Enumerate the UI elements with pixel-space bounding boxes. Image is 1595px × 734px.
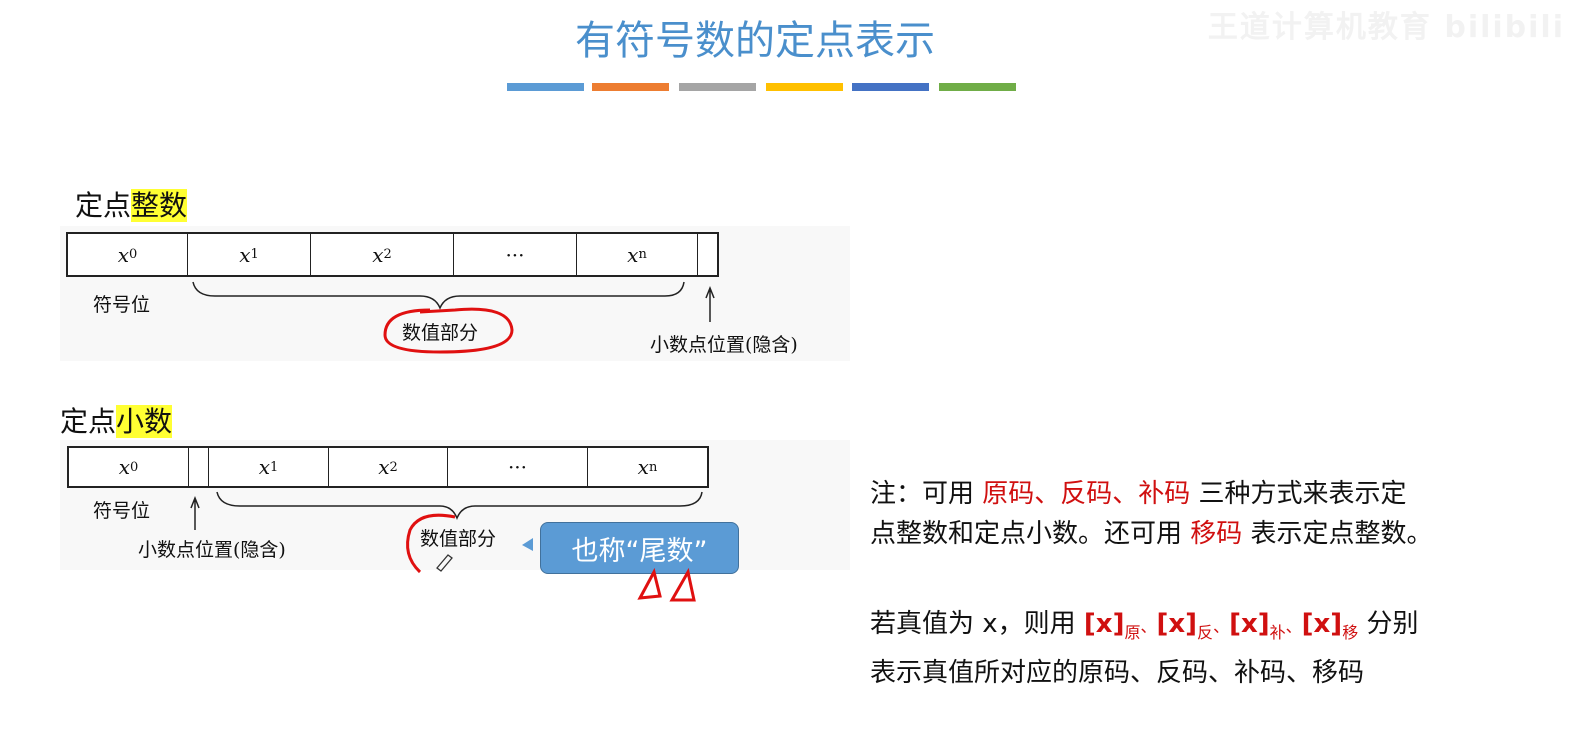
code-twos-complement: [x]补 [1229, 609, 1286, 643]
slide-title: 有符号数的定点表示 [575, 18, 935, 64]
title-bar-orange [592, 83, 669, 91]
note-notation: 若真值为 x，则用 [x]原、[x]反、[x]补、[x]移 分别 表示真值所对应… [870, 609, 1419, 689]
title-bar-green [939, 83, 1016, 91]
pencil-icon [436, 554, 453, 572]
sign-bit-label: 符号位 [93, 294, 151, 316]
fraction-heading: 定点小数 [60, 400, 173, 440]
arrow-up-icon [705, 285, 715, 322]
code-ones-complement: [x]反 [1156, 609, 1214, 643]
value-part-label: 数值部分 [402, 322, 479, 344]
watermark: 王道计算机教育 bilibili [1207, 10, 1565, 45]
note-encodings: 注：可用 原码、反码、补码 三种方式来表示定 点整数和定点小数。还可用 移码 表… [870, 479, 1433, 549]
title-bar-gray [679, 83, 756, 91]
arrow-up-icon [190, 495, 200, 530]
brace-integer [192, 281, 685, 310]
callout-mantissa: 也称“尾数” [540, 522, 739, 574]
value-part-label: 数值部分 [420, 528, 497, 550]
bit-cell-ellipsis: ··· [448, 448, 588, 486]
handwritten-circle [383, 307, 514, 354]
point-position-label: 小数点位置(隐含) [138, 539, 286, 561]
heading-prefix: 定点 [60, 405, 117, 438]
sign-bit-label: 符号位 [93, 500, 151, 522]
handwritten-marks [637, 567, 696, 602]
title-bar-blue [507, 83, 584, 91]
title-bar-gold [766, 83, 843, 91]
heading-prefix: 定点 [75, 189, 132, 222]
code-original: [x]原 [1083, 609, 1141, 643]
bit-cell-point [189, 448, 209, 486]
handwritten-arc [406, 513, 456, 574]
heading-highlight: 小数 [116, 405, 173, 438]
point-position-label: 小数点位置(隐含) [650, 334, 798, 356]
integer-heading: 定点整数 [75, 184, 188, 224]
heading-highlight: 整数 [131, 189, 188, 222]
bit-cell-ellipsis: ··· [454, 234, 577, 275]
callout-pointer [522, 538, 533, 551]
title-bar-darkblue [852, 83, 929, 91]
code-biased: [x]移 [1301, 609, 1359, 643]
brace-fraction [216, 491, 703, 520]
